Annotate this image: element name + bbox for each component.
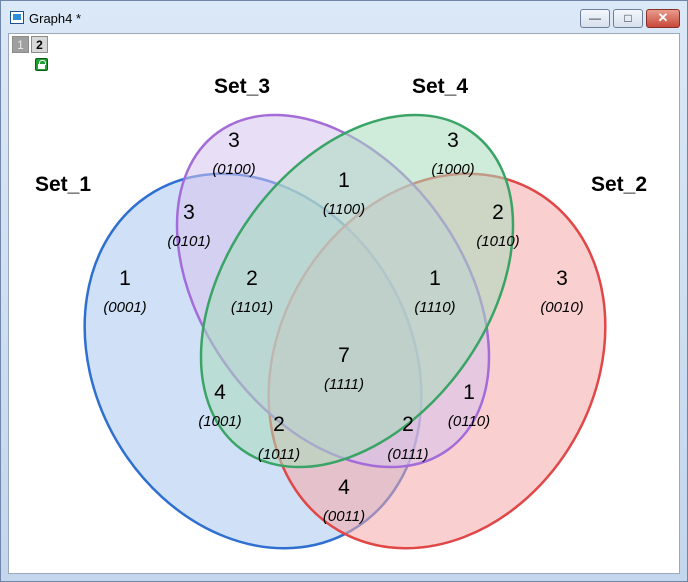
- title-bar[interactable]: Graph4 * — □ ✕: [1, 1, 687, 33]
- region-code: (0010): [540, 299, 583, 316]
- region-count: 2: [492, 201, 504, 224]
- region-code: (0011): [323, 508, 365, 525]
- region-count: 4: [214, 381, 226, 404]
- region-code: (1010): [476, 233, 519, 250]
- layer-tab-2[interactable]: 2: [31, 36, 48, 53]
- region-count: 1: [429, 267, 441, 290]
- set-3-label: Set_3: [214, 75, 270, 98]
- region-labels: 3 (0100) 3 (1000) 1 (1100) 3 (0101) 2 (1…: [103, 129, 583, 525]
- region-code: (0101): [167, 233, 210, 250]
- region-count: 1: [463, 381, 475, 404]
- region-count: 2: [246, 267, 258, 290]
- maximize-icon: □: [624, 11, 632, 25]
- minimize-button[interactable]: —: [580, 9, 610, 28]
- set-ellipses: [83, 56, 607, 550]
- set-4-label: Set_4: [412, 75, 468, 98]
- close-button[interactable]: ✕: [646, 9, 680, 28]
- region-code: (1101): [231, 299, 273, 316]
- region-count: 3: [447, 129, 459, 152]
- set-4-ellipse[interactable]: [137, 56, 578, 526]
- region-code: (1011): [258, 446, 300, 463]
- region-code: (1111): [324, 376, 364, 393]
- region-count: 4: [338, 476, 350, 499]
- lock-icon[interactable]: [35, 58, 48, 71]
- region-code: (1100): [323, 201, 365, 218]
- region-count: 7: [338, 344, 350, 367]
- close-icon: ✕: [657, 10, 669, 25]
- region-count: 3: [556, 267, 568, 290]
- region-code: (1000): [431, 161, 474, 178]
- region-count: 2: [402, 413, 414, 436]
- region-code: (1110): [414, 299, 455, 316]
- layer-tab-1[interactable]: 1: [12, 36, 29, 53]
- set-2-label: Set_2: [591, 173, 647, 196]
- graph-window-icon[interactable]: [10, 11, 24, 24]
- region-count: 3: [228, 129, 240, 152]
- region-count: 1: [338, 169, 350, 192]
- window-title: Graph4 *: [29, 11, 82, 26]
- region-code: (0100): [212, 161, 255, 178]
- minimize-icon: —: [589, 11, 601, 25]
- region-code: (0111): [387, 446, 428, 463]
- region-count: 2: [273, 413, 285, 436]
- region-count: 1: [119, 267, 131, 290]
- region-code: (0001): [103, 299, 146, 316]
- region-code: (0110): [448, 413, 490, 430]
- region-count: 3: [183, 201, 195, 224]
- region-code: (1001): [198, 413, 241, 430]
- set-1-label: Set_1: [35, 173, 91, 196]
- maximize-button[interactable]: □: [613, 9, 643, 28]
